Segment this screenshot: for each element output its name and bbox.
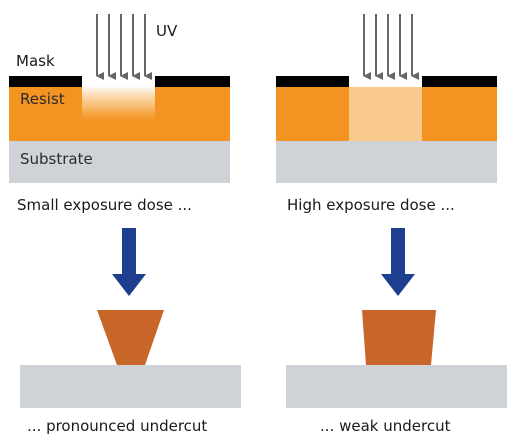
left-developed-resist (97, 310, 164, 365)
mask-label: Mask (16, 52, 55, 70)
right-uv-arrows (363, 14, 419, 80)
right-result-substrate (286, 365, 507, 408)
right-caption: High exposure dose ... (287, 196, 455, 214)
left-mask-right (155, 76, 230, 87)
left-panel: Mask UV Resist Substrate Small exposure … (9, 14, 241, 435)
resist-label: Resist (20, 90, 65, 108)
right-panel: High exposure dose ... ... weak undercut (276, 14, 507, 435)
left-result-substrate (20, 365, 241, 408)
right-result-caption: ... weak undercut (320, 417, 451, 435)
left-process-arrow-icon (112, 228, 146, 296)
left-uv-arrows (96, 14, 152, 80)
right-mask-right (422, 76, 497, 87)
right-process-arrow-icon (381, 228, 415, 296)
right-developed-resist (362, 310, 436, 365)
left-exposed-region (82, 87, 155, 125)
left-caption: Small exposure dose ... (17, 196, 192, 214)
left-mask-left (9, 76, 82, 87)
left-substrate (9, 141, 230, 183)
left-result-caption: ... pronounced undercut (27, 417, 207, 435)
right-exposed-region (349, 87, 422, 141)
uv-label: UV (156, 22, 178, 40)
right-substrate (276, 141, 497, 183)
substrate-label: Substrate (20, 150, 93, 168)
right-mask-left (276, 76, 349, 87)
